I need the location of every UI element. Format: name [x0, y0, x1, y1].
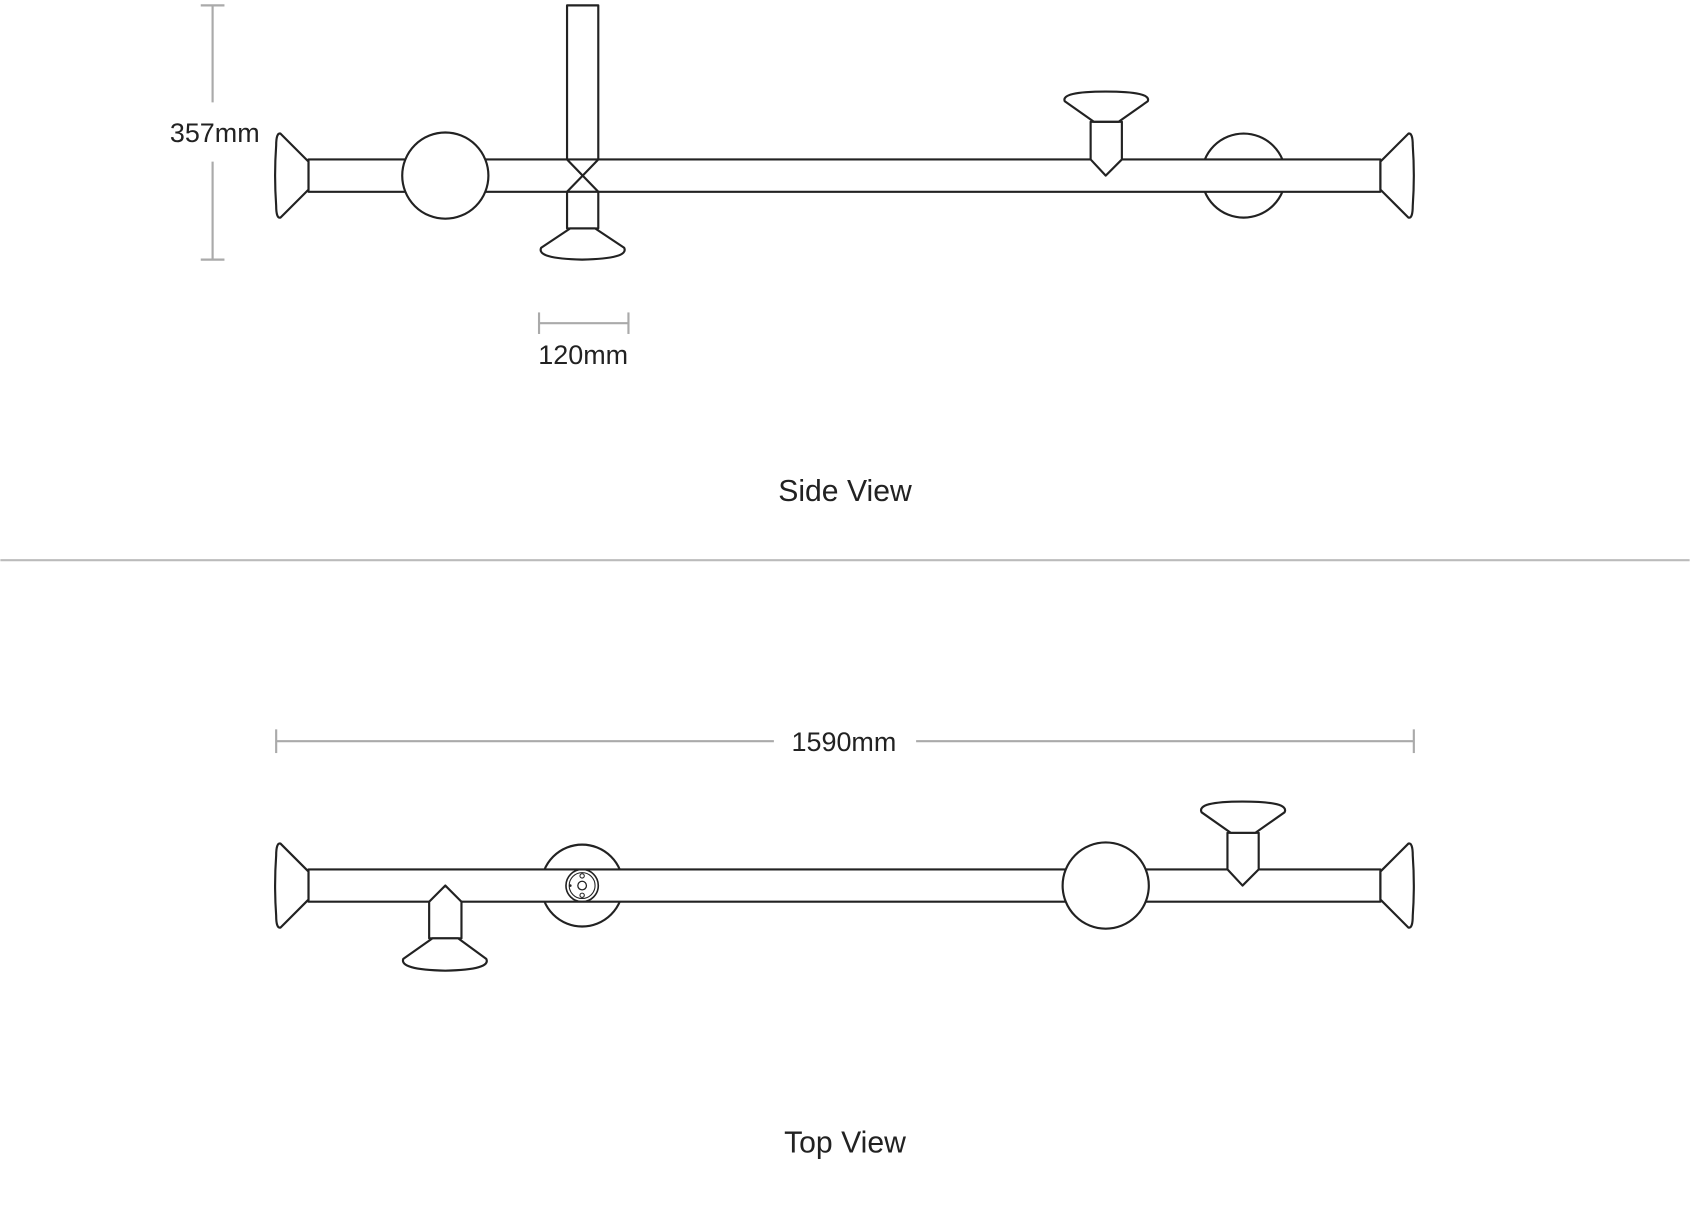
end-cap — [1379, 132, 1415, 219]
height-dimension: 357mm — [170, 4, 260, 261]
height-dimension-label: 357mm — [170, 118, 260, 148]
end-cap — [274, 842, 310, 929]
canopy-disc — [401, 131, 490, 220]
width-dimension: 120mm — [537, 312, 630, 370]
shade — [539, 227, 626, 261]
length-dimension: 1590mm — [275, 727, 1415, 757]
light-bar — [307, 868, 1382, 903]
side-view: 357mm 120mm Side View — [170, 4, 1415, 508]
down-pendant — [565, 190, 600, 230]
end-cap — [274, 132, 310, 219]
shade — [1063, 90, 1150, 123]
vertical-arm — [565, 4, 600, 161]
mount-fixture-icon — [565, 868, 600, 903]
length-dimension-label: 1590mm — [792, 727, 897, 757]
width-dimension-label: 120mm — [538, 340, 628, 370]
canopy-disc — [1061, 841, 1150, 930]
end-cap — [1379, 842, 1415, 929]
top-view-title: Top View — [784, 1127, 906, 1160]
shade — [1199, 800, 1287, 834]
side-view-title: Side View — [778, 475, 912, 508]
shade — [401, 937, 488, 972]
top-view: 1590mm Top View — [274, 727, 1415, 1160]
